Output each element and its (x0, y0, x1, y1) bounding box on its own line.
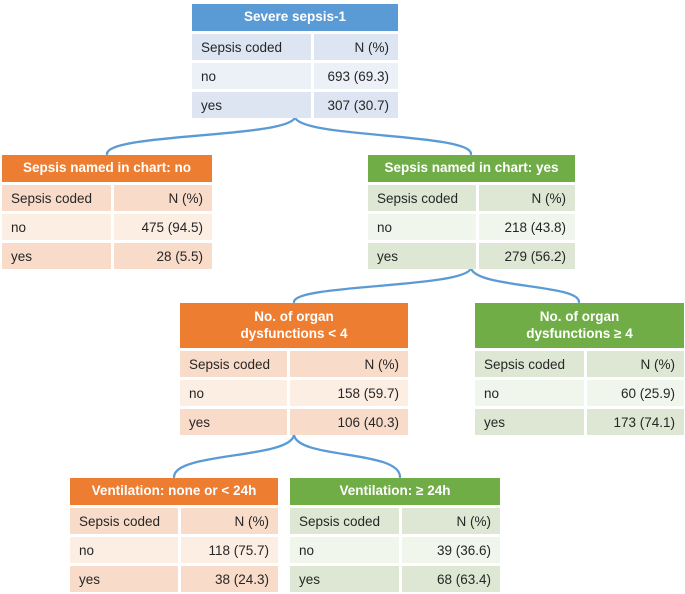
row-label: yes (70, 566, 179, 592)
row-value: 68 (63.4) (402, 566, 500, 592)
table-row: yes 28 (5.5) (2, 243, 212, 269)
row-label: no (180, 380, 288, 406)
node-organ-ge4: No. of organ dysfunctions ≥ 4 Sepsis cod… (475, 303, 684, 435)
table-row: no 475 (94.5) (2, 214, 212, 240)
table-row: no 60 (25.9) (475, 380, 684, 406)
table-row: yes 307 (30.7) (192, 92, 398, 118)
node-title: No. of organ dysfunctions ≥ 4 (475, 303, 684, 348)
row-label: yes (192, 92, 312, 118)
row-value: 106 (40.3) (290, 409, 408, 435)
col-header-n-pct: N (%) (586, 351, 684, 377)
row-label: no (192, 63, 312, 89)
col-header-sepsis-coded: Sepsis coded (192, 34, 312, 60)
col-header-sepsis-coded: Sepsis coded (70, 508, 179, 534)
col-header-sepsis-coded: Sepsis coded (475, 351, 584, 377)
node-organ-lt4: No. of organ dysfunctions < 4 Sepsis cod… (180, 303, 408, 435)
col-header-n-pct: N (%) (402, 508, 500, 534)
row-value: 279 (56.2) (478, 243, 575, 269)
node-title: No. of organ dysfunctions < 4 (180, 303, 408, 348)
row-label: no (475, 380, 584, 406)
table-row: yes 106 (40.3) (180, 409, 408, 435)
table-header-row: Sepsis coded N (%) (2, 185, 212, 211)
connector-root-to-chart-no (105, 115, 297, 156)
row-value: 118 (75.7) (181, 537, 278, 563)
row-label: no (2, 214, 112, 240)
row-value: 38 (24.3) (181, 566, 278, 592)
connector-root-to-chart-yes (293, 115, 473, 156)
table-row: no 39 (36.6) (290, 537, 500, 563)
col-header-sepsis-coded: Sepsis coded (290, 508, 400, 534)
table-header-row: Sepsis coded N (%) (290, 508, 500, 534)
row-label: yes (368, 243, 476, 269)
col-header-n-pct: N (%) (114, 185, 212, 211)
col-header-n-pct: N (%) (290, 351, 408, 377)
col-header-sepsis-coded: Sepsis coded (180, 351, 288, 377)
node-title: Ventilation: none or < 24h (70, 478, 278, 505)
table-row: yes 279 (56.2) (368, 243, 575, 269)
node-severe-sepsis: Severe sepsis-1 Sepsis coded N (%) no 69… (192, 4, 398, 118)
col-header-n-pct: N (%) (478, 185, 575, 211)
table-row: no 118 (75.7) (70, 537, 278, 563)
row-value: 475 (94.5) (114, 214, 212, 240)
col-header-n-pct: N (%) (181, 508, 278, 534)
row-value: 218 (43.8) (478, 214, 575, 240)
node-vent-ge24h: Ventilation: ≥ 24h Sepsis coded N (%) no… (290, 478, 500, 592)
table-header-row: Sepsis coded N (%) (180, 351, 408, 377)
row-label: yes (475, 409, 584, 435)
col-header-n-pct: N (%) (314, 34, 398, 60)
connector-chartyes-to-organ-lt4 (292, 266, 473, 304)
node-title: Sepsis named in chart: yes (368, 155, 575, 182)
node-vent-none-lt24h: Ventilation: none or < 24h Sepsis coded … (70, 478, 278, 592)
row-label: no (368, 214, 476, 240)
table-row: yes 173 (74.1) (475, 409, 684, 435)
table-header-row: Sepsis coded N (%) (70, 508, 278, 534)
row-value: 307 (30.7) (314, 92, 398, 118)
connector-chartyes-to-organ-ge4 (469, 266, 581, 304)
table-row: no 218 (43.8) (368, 214, 575, 240)
row-label: yes (180, 409, 288, 435)
table-row: no 158 (59.7) (180, 380, 408, 406)
connector-organlt4-to-vent-none (172, 433, 296, 479)
row-label: yes (2, 243, 112, 269)
table-header-row: Sepsis coded N (%) (475, 351, 684, 377)
node-title: Sepsis named in chart: no (2, 155, 212, 182)
table-header-row: Sepsis coded N (%) (192, 34, 398, 60)
row-value: 60 (25.9) (586, 380, 684, 406)
table-header-row: Sepsis coded N (%) (368, 185, 575, 211)
connector-organlt4-to-vent-ge24 (292, 433, 402, 479)
row-value: 173 (74.1) (586, 409, 684, 435)
table-row: yes 38 (24.3) (70, 566, 278, 592)
row-label: yes (290, 566, 400, 592)
row-value: 158 (59.7) (290, 380, 408, 406)
node-chart-no: Sepsis named in chart: no Sepsis coded N… (2, 155, 212, 269)
col-header-sepsis-coded: Sepsis coded (2, 185, 112, 211)
row-value: 39 (36.6) (402, 537, 500, 563)
table-row: yes 68 (63.4) (290, 566, 500, 592)
node-title: Severe sepsis-1 (192, 4, 398, 31)
table-row: no 693 (69.3) (192, 63, 398, 89)
node-title: Ventilation: ≥ 24h (290, 478, 500, 505)
row-label: no (290, 537, 400, 563)
row-value: 693 (69.3) (314, 63, 398, 89)
col-header-sepsis-coded: Sepsis coded (368, 185, 476, 211)
node-chart-yes: Sepsis named in chart: yes Sepsis coded … (368, 155, 575, 269)
row-value: 28 (5.5) (114, 243, 212, 269)
row-label: no (70, 537, 179, 563)
